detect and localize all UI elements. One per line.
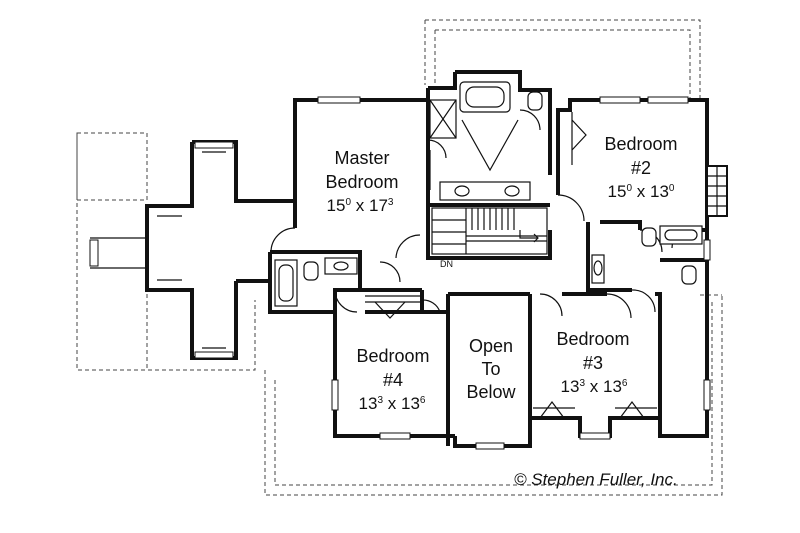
room-name-line: Bedroom (604, 134, 677, 154)
toilet (303, 261, 319, 281)
window (579, 432, 611, 440)
stairs: DN (431, 207, 548, 269)
porch-outlines (76, 19, 723, 496)
room-dimensions: 133 x 136 (561, 377, 628, 396)
room-name-line: Bedroom (556, 329, 629, 349)
window (703, 239, 711, 261)
open-to-below: Open To Below (466, 336, 516, 402)
copyright-notice: © Stephen Fuller, Inc. (514, 470, 678, 489)
open-label-line: Below (466, 382, 516, 402)
room-bedroom-4: Bedroom #4 133 x 136 (356, 346, 429, 413)
toilet (681, 265, 697, 285)
room-name-line: Bedroom (325, 172, 398, 192)
room-name-line: #2 (631, 158, 651, 178)
room-name-line: Bedroom (356, 346, 429, 366)
room-master-bedroom: Master Bedroom 150 x 173 (325, 148, 398, 215)
window (317, 96, 361, 104)
bath-fixtures (274, 81, 703, 307)
window (599, 96, 641, 104)
open-label-line: Open (469, 336, 513, 356)
window (194, 351, 234, 359)
room-bedroom-3: Bedroom #3 133 x 136 (556, 329, 629, 396)
room-bedroom-2: Bedroom #2 150 x 130 (604, 134, 677, 201)
window (331, 379, 339, 411)
window (647, 96, 689, 104)
chimney (706, 165, 728, 217)
window (475, 442, 505, 450)
room-dimensions: 133 x 136 (359, 394, 426, 413)
open-label-line: To (481, 359, 500, 379)
interior-walls (270, 175, 707, 446)
room-dimensions: 150 x 130 (608, 182, 675, 201)
window (703, 379, 711, 411)
stairs-down-label: DN (440, 259, 453, 269)
room-name-line: Master (334, 148, 389, 168)
exterior-walls (268, 70, 709, 448)
toilet (641, 227, 657, 247)
room-name-line: #4 (383, 370, 403, 390)
room-name-line: #3 (583, 353, 603, 373)
room-dimensions: 150 x 173 (327, 196, 394, 215)
window (379, 432, 411, 440)
west-wing (89, 90, 430, 360)
closets (365, 112, 657, 419)
window (194, 141, 234, 149)
toilet (527, 91, 543, 111)
window (89, 239, 99, 267)
